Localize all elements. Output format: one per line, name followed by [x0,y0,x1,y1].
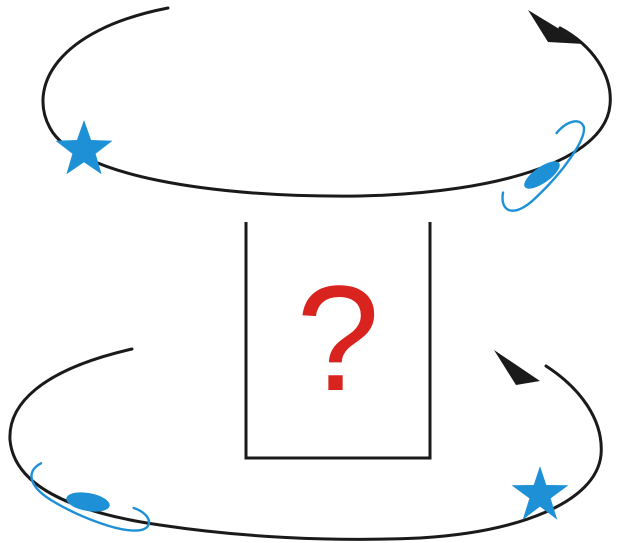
top-orbit-path [43,8,610,196]
bottom-star-icon [512,466,569,520]
unknown-box: ? [246,222,430,458]
top-arrowhead-icon [528,10,584,44]
top-galaxy-icon [486,117,602,216]
question-mark: ? [296,254,379,422]
bottom-arrowhead-icon [494,350,540,385]
top-orbit-loop [43,8,610,216]
bottom-galaxy-icon [25,462,156,534]
